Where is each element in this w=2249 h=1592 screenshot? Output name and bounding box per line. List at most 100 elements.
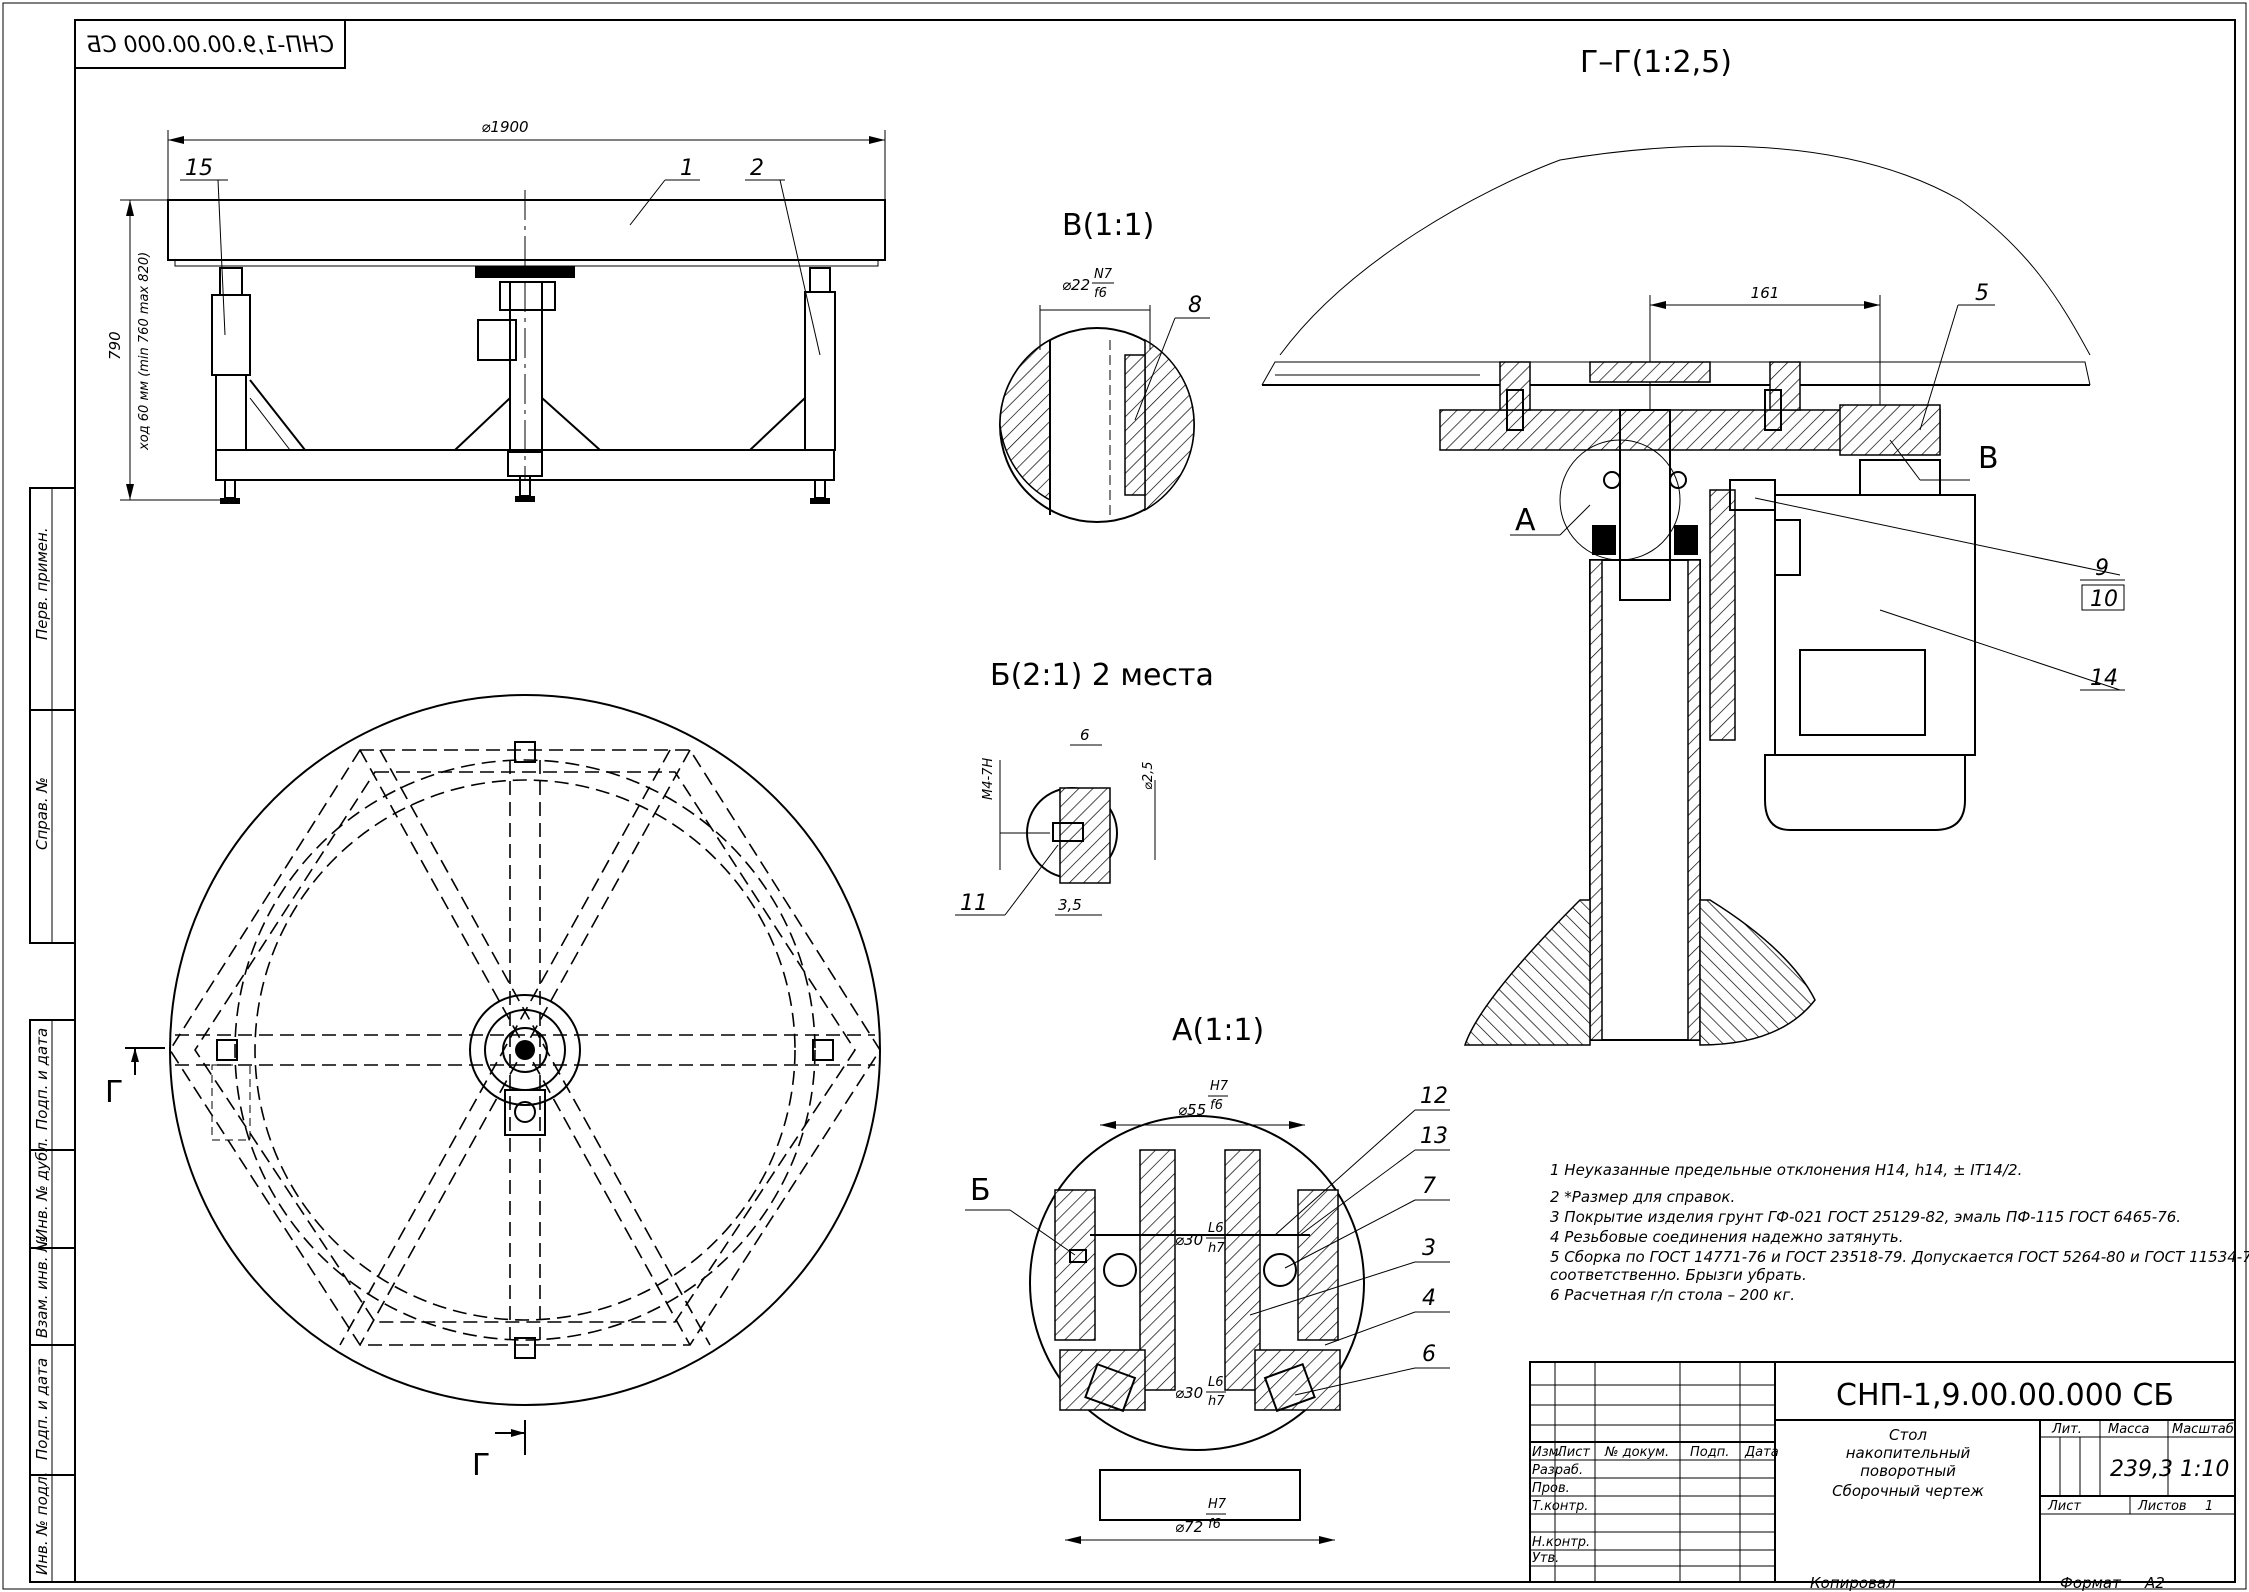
view-a-dim-72: ⌀72 <box>1175 1518 1203 1536</box>
tb-row-nkontr: Н.контр. <box>1532 1535 1590 1550</box>
tb-designation: СНП-1,9.00.00.000 СБ <box>1836 1378 2174 1413</box>
note-5: 5 Сборка по ГОСТ 14771-76 и ГОСТ 23518-7… <box>1550 1248 2249 1266</box>
mirrored-designation-text: СНП-1,9.00.00.000 СБ <box>86 33 334 58</box>
stamp-inv-podl: Инв. № подл. <box>33 1472 51 1575</box>
view-v-fit-lower: f6 <box>1094 286 1107 301</box>
view-a-dim-30a-fit-lower: h7 <box>1208 1241 1225 1256</box>
stamp-vzam-inv: Взам. инв. № <box>33 1236 51 1338</box>
footer-format-label: Формат <box>2060 1574 2122 1592</box>
note-4: 4 Резьбовые соединения надежно затянуть. <box>1550 1228 1904 1246</box>
section-g-g: Г–Г(1:2,5) 161 <box>1261 45 2125 1046</box>
technical-notes: 1 Неуказанные предельные отклонения Н14,… <box>1550 1161 2249 1304</box>
callout-14: 14 <box>2090 666 2118 691</box>
callout-15: 15 <box>185 156 213 181</box>
tb-col-data: Дата <box>1744 1445 1779 1460</box>
view-a-dim-30a: ⌀30 <box>1175 1231 1203 1249</box>
view-a-dim-72-fit-upper: H7 <box>1208 1497 1227 1512</box>
view-b-dim-6: 6 <box>1080 726 1090 744</box>
view-v-fit-upper: N7 <box>1094 267 1113 282</box>
section-gg-title: Г–Г(1:2,5) <box>1580 45 1732 80</box>
dim-161: 161 <box>1751 284 1780 302</box>
dim-diameter-1900: ⌀1900 <box>481 118 528 136</box>
tb-lit-label: Лит. <box>2051 1422 2082 1437</box>
callout-9: 9 <box>2095 556 2109 581</box>
view-a-dim-55-fit-upper: H7 <box>1210 1079 1229 1094</box>
tb-col-podp: Подп. <box>1690 1445 1729 1460</box>
dim-height-790: 790 <box>106 331 124 360</box>
mirrored-designation-stamp: СНП-1,9.00.00.000 СБ <box>74 19 346 69</box>
dim-stroke-note: ход 60 мм (min 760 max 820) <box>137 252 152 451</box>
tb-sheets-value: 1 <box>2205 1499 2213 1514</box>
stamp-podp-data-2: Подп. и дата <box>33 1358 51 1460</box>
tb-col-docum: № докум. <box>1604 1445 1669 1460</box>
view-b-title: Б(2:1) 2 места <box>990 658 1214 693</box>
note-3: 3 Покрытие изделия грунт ГФ-021 ГОСТ 251… <box>1550 1208 2181 1226</box>
view-v-title: В(1:1) <box>1062 208 1154 243</box>
callout-1: 1 <box>680 156 694 181</box>
tb-col-izm: Изм. <box>1532 1445 1563 1460</box>
view-a-callout-4: 4 <box>1422 1286 1436 1311</box>
view-a-callout-3: 3 <box>1422 1236 1436 1261</box>
view-a-side-label-b: Б <box>970 1173 991 1208</box>
tb-scale-label: Масштаб <box>2172 1422 2234 1437</box>
view-label-v: В <box>1978 441 1999 476</box>
tb-name-line3: поворотный <box>1860 1462 1956 1480</box>
view-v-dim: ⌀22 <box>1062 276 1090 294</box>
callout-2: 2 <box>750 156 764 181</box>
tb-scale-value: 1:10 <box>2180 1457 2229 1482</box>
view-a-dim-30b: ⌀30 <box>1175 1384 1203 1402</box>
detail-view-a: А(1:1) ⌀55 H7 f6 ⌀30 L6 h7 ⌀30 L6 h7 ⌀72 <box>965 1013 1450 1544</box>
view-b-dim-35: 3,5 <box>1058 896 1082 914</box>
view-a-callout-6: 6 <box>1422 1342 1436 1367</box>
view-a-dim-72-fit-lower: f6 <box>1208 1517 1221 1532</box>
tb-name-line4: Сборочный чертеж <box>1832 1482 1984 1500</box>
tb-sheets-label: Листов <box>2137 1499 2187 1514</box>
tb-mass-value: 239,3 <box>2110 1457 2173 1482</box>
view-a-title: А(1:1) <box>1172 1013 1264 1048</box>
tb-row-prov: Пров. <box>1532 1481 1570 1496</box>
section-mark-bottom: Г <box>472 1448 490 1483</box>
detail-view-v: В(1:1) ⌀22 N7 f6 8 <box>999 208 1210 523</box>
tb-row-tkontr: Т.контр. <box>1532 1499 1588 1514</box>
stamp-perv-primen: Перв. примен. <box>33 527 51 640</box>
tb-sheet-label: Лист <box>2047 1499 2081 1514</box>
view-b-callout-11: 11 <box>960 891 988 916</box>
section-mark-top: Г <box>105 1075 123 1110</box>
view-a-dim-30b-fit-lower: h7 <box>1208 1394 1225 1409</box>
detail-view-b: Б(2:1) 2 места М4-7Н 6 ⌀2,5 3,5 11 <box>955 658 1214 916</box>
stamp-podp-data-1: Подп. и дата <box>33 1028 51 1130</box>
side-stamp-column: Перв. примен. Справ. № Подп. и дата Инв.… <box>29 487 76 1583</box>
view-v-callout-8: 8 <box>1188 293 1202 318</box>
title-block: Изм. Лист № докум. Подп. Дата Разраб. Пр… <box>1529 1361 2236 1583</box>
view-a-callout-13: 13 <box>1420 1124 1448 1149</box>
note-6: 6 Расчетная г/п стола – 200 кг. <box>1550 1286 1795 1304</box>
view-a-callout-7: 7 <box>1422 1174 1436 1199</box>
tb-name-line2: накопительный <box>1846 1444 1971 1462</box>
callout-10: 10 <box>2090 587 2118 612</box>
footer-copied: Копировал <box>1810 1574 1896 1592</box>
sheet-footer: Копировал Формат А2 <box>1810 1574 2165 1592</box>
tb-row-razrab: Разраб. <box>1532 1463 1583 1478</box>
view-a-dim-30a-fit-upper: L6 <box>1208 1221 1224 1236</box>
view-b-dim-25: ⌀2,5 <box>1141 761 1156 790</box>
front-view: ⌀1900 <box>106 118 886 504</box>
view-a-callout-12: 12 <box>1420 1084 1448 1109</box>
view-a-dim-55: ⌀55 <box>1178 1101 1206 1119</box>
view-a-dim-30b-fit-upper: L6 <box>1208 1375 1224 1390</box>
tb-col-list: Лист <box>1556 1445 1590 1460</box>
note-5b: соответственно. Брызги убрать. <box>1550 1266 1807 1284</box>
tb-name-line1: Стол <box>1889 1426 1927 1444</box>
view-b-thread: М4-7Н <box>981 758 996 800</box>
note-2: 2 *Размер для справок. <box>1550 1188 1735 1206</box>
view-a-dim-55-fit-lower: f6 <box>1210 1098 1223 1113</box>
view-label-a: А <box>1515 503 1536 538</box>
tb-row-utv: Утв. <box>1532 1551 1559 1566</box>
tb-mass-label: Масса <box>2108 1422 2149 1437</box>
stamp-inv-dubl: Инв. № дубл. <box>33 1137 51 1240</box>
plan-view: Г Г <box>105 694 881 1483</box>
footer-format-value: А2 <box>2144 1574 2165 1592</box>
callout-5: 5 <box>1975 281 1989 306</box>
note-1: 1 Неуказанные предельные отклонения Н14,… <box>1550 1161 2022 1179</box>
stamp-sprav-no: Справ. № <box>33 777 51 850</box>
